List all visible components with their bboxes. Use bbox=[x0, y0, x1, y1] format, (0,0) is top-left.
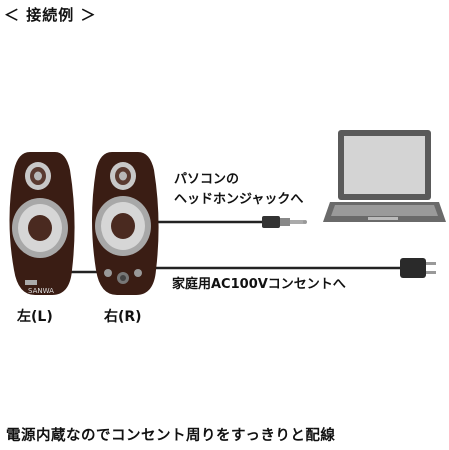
laptop-icon bbox=[323, 130, 446, 222]
outlet-label: 家庭用AC100Vコンセントへ bbox=[172, 277, 346, 292]
section-title: ＜ 接続例 ＞ bbox=[4, 6, 97, 24]
power-plug-icon bbox=[400, 258, 436, 278]
left-speaker bbox=[9, 152, 75, 295]
caption: 電源内蔵なのでコンセント周りをすっきりと配線 bbox=[6, 428, 336, 444]
brand-badge: SANWA bbox=[28, 287, 54, 295]
headphone-plug-icon bbox=[262, 216, 307, 228]
right-speaker-label: 右(R) bbox=[104, 309, 142, 325]
right-speaker bbox=[92, 152, 159, 295]
left-speaker-label: 左(L) bbox=[17, 309, 53, 325]
pc-label-line1: パソコンの bbox=[174, 172, 240, 187]
pc-label-line2: ヘッドホンジャックへ bbox=[174, 192, 304, 207]
